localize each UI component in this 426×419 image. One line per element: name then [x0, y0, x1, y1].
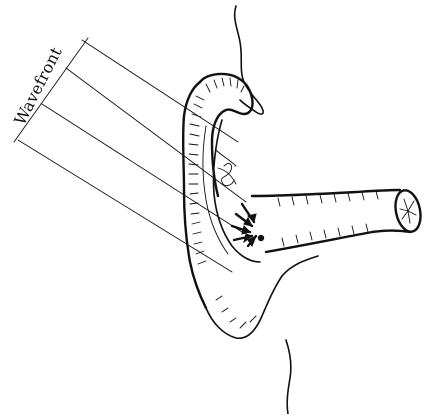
sound-focus-arrows	[232, 204, 256, 246]
pinna-outer	[200, 74, 253, 196]
neck-contour	[282, 256, 318, 276]
ear-canal-upper-wall	[252, 190, 400, 196]
face-contour-top	[235, 6, 264, 114]
jaw-contour-lower	[286, 340, 291, 414]
pinna-rim	[183, 82, 206, 308]
ear-canal-lower-wall	[266, 231, 410, 253]
eardrum-detail	[400, 199, 416, 223]
canal-hatching	[278, 191, 378, 246]
wavefront-ray-3	[42, 104, 242, 232]
tragus-fold	[216, 150, 236, 184]
helix-hatching	[189, 78, 244, 264]
concha-detail-mark	[222, 164, 234, 186]
ear-canal-opening	[258, 235, 264, 241]
lobule-hatching	[216, 296, 256, 328]
lobule-outline	[206, 276, 282, 338]
